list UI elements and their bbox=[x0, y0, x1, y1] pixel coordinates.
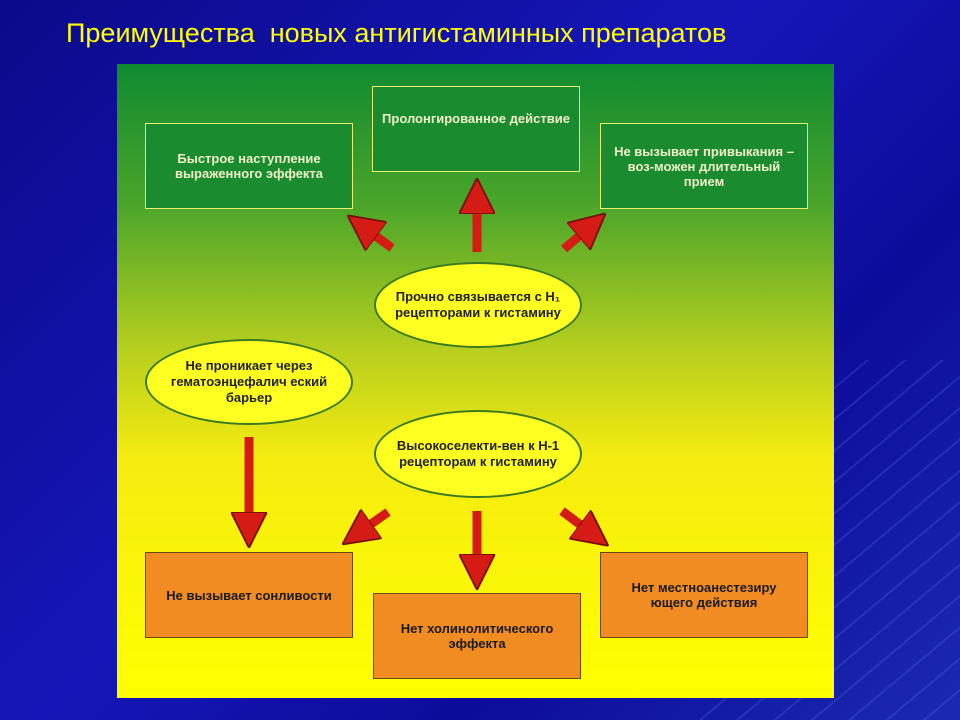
benefit-box-no-anticholinergic: Нет холинолитического эффекта bbox=[373, 593, 581, 679]
benefit-label: Нет местноанестезиру ющего действия bbox=[631, 580, 777, 610]
benefit-box-no-drowsiness: Не вызывает сонливости bbox=[145, 552, 353, 638]
benefit-label: Быстрое наступление выраженного эффекта bbox=[174, 151, 324, 181]
benefit-box-no-local-anesthetic: Нет местноанестезиру ющего действия bbox=[600, 552, 808, 638]
oval-label: Прочно связывается с Н₁ рецепторами к ги… bbox=[395, 289, 561, 320]
benefit-box-fast-onset: Быстрое наступление выраженного эффекта bbox=[145, 123, 353, 209]
slide-title: Преимущества новых антигистаминных препа… bbox=[66, 18, 727, 48]
oval-high-selectivity: Высокоселекти-вен к Н-1 рецепторам к гис… bbox=[374, 410, 582, 498]
benefit-box-no-tolerance: Не вызывает привыкания – воз-можен длите… bbox=[600, 123, 808, 209]
benefit-box-prolonged-action: Пролонгированное действие bbox=[372, 86, 580, 172]
oval-strong-binding: Прочно связывается с Н₁ рецепторами к ги… bbox=[374, 262, 582, 348]
benefit-label: Не вызывает сонливости bbox=[166, 587, 332, 603]
benefit-label: Пролонгированное действие bbox=[382, 111, 570, 126]
benefit-label: Нет холинолитического эффекта bbox=[400, 621, 554, 651]
benefit-label: Не вызывает привыкания – воз-можен длите… bbox=[614, 143, 794, 189]
oval-label: Не проникает через гематоэнцефалич еский… bbox=[170, 358, 328, 405]
oval-label: Высокоселекти-вен к Н-1 рецепторам к гис… bbox=[396, 438, 560, 469]
oval-no-barrier-penetration: Не проникает через гематоэнцефалич еский… bbox=[145, 339, 353, 425]
